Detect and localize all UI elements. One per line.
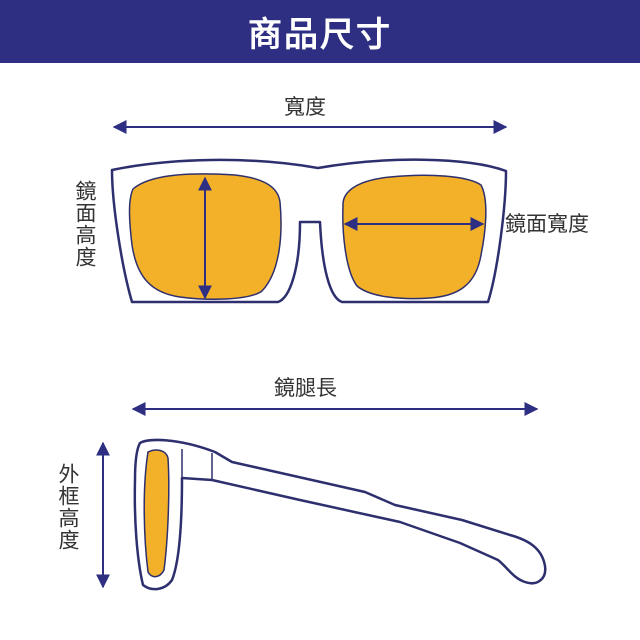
page-title: 商品尺寸 bbox=[248, 15, 392, 55]
front-view-glasses bbox=[110, 158, 508, 304]
side-lens bbox=[143, 449, 170, 578]
lens-height-label: 鏡面高度 bbox=[73, 180, 97, 268]
width-label: 寬度 bbox=[284, 95, 326, 119]
right-lens bbox=[342, 174, 487, 300]
lens-width-label: 鏡面寬度 bbox=[505, 212, 589, 236]
header-banner: 商品尺寸 bbox=[0, 0, 640, 63]
side-frame bbox=[133, 438, 547, 591]
frame-height-label: 外框高度 bbox=[56, 463, 80, 551]
side-view-glasses bbox=[133, 438, 547, 591]
temple-length-label: 鏡腿長 bbox=[274, 376, 337, 400]
